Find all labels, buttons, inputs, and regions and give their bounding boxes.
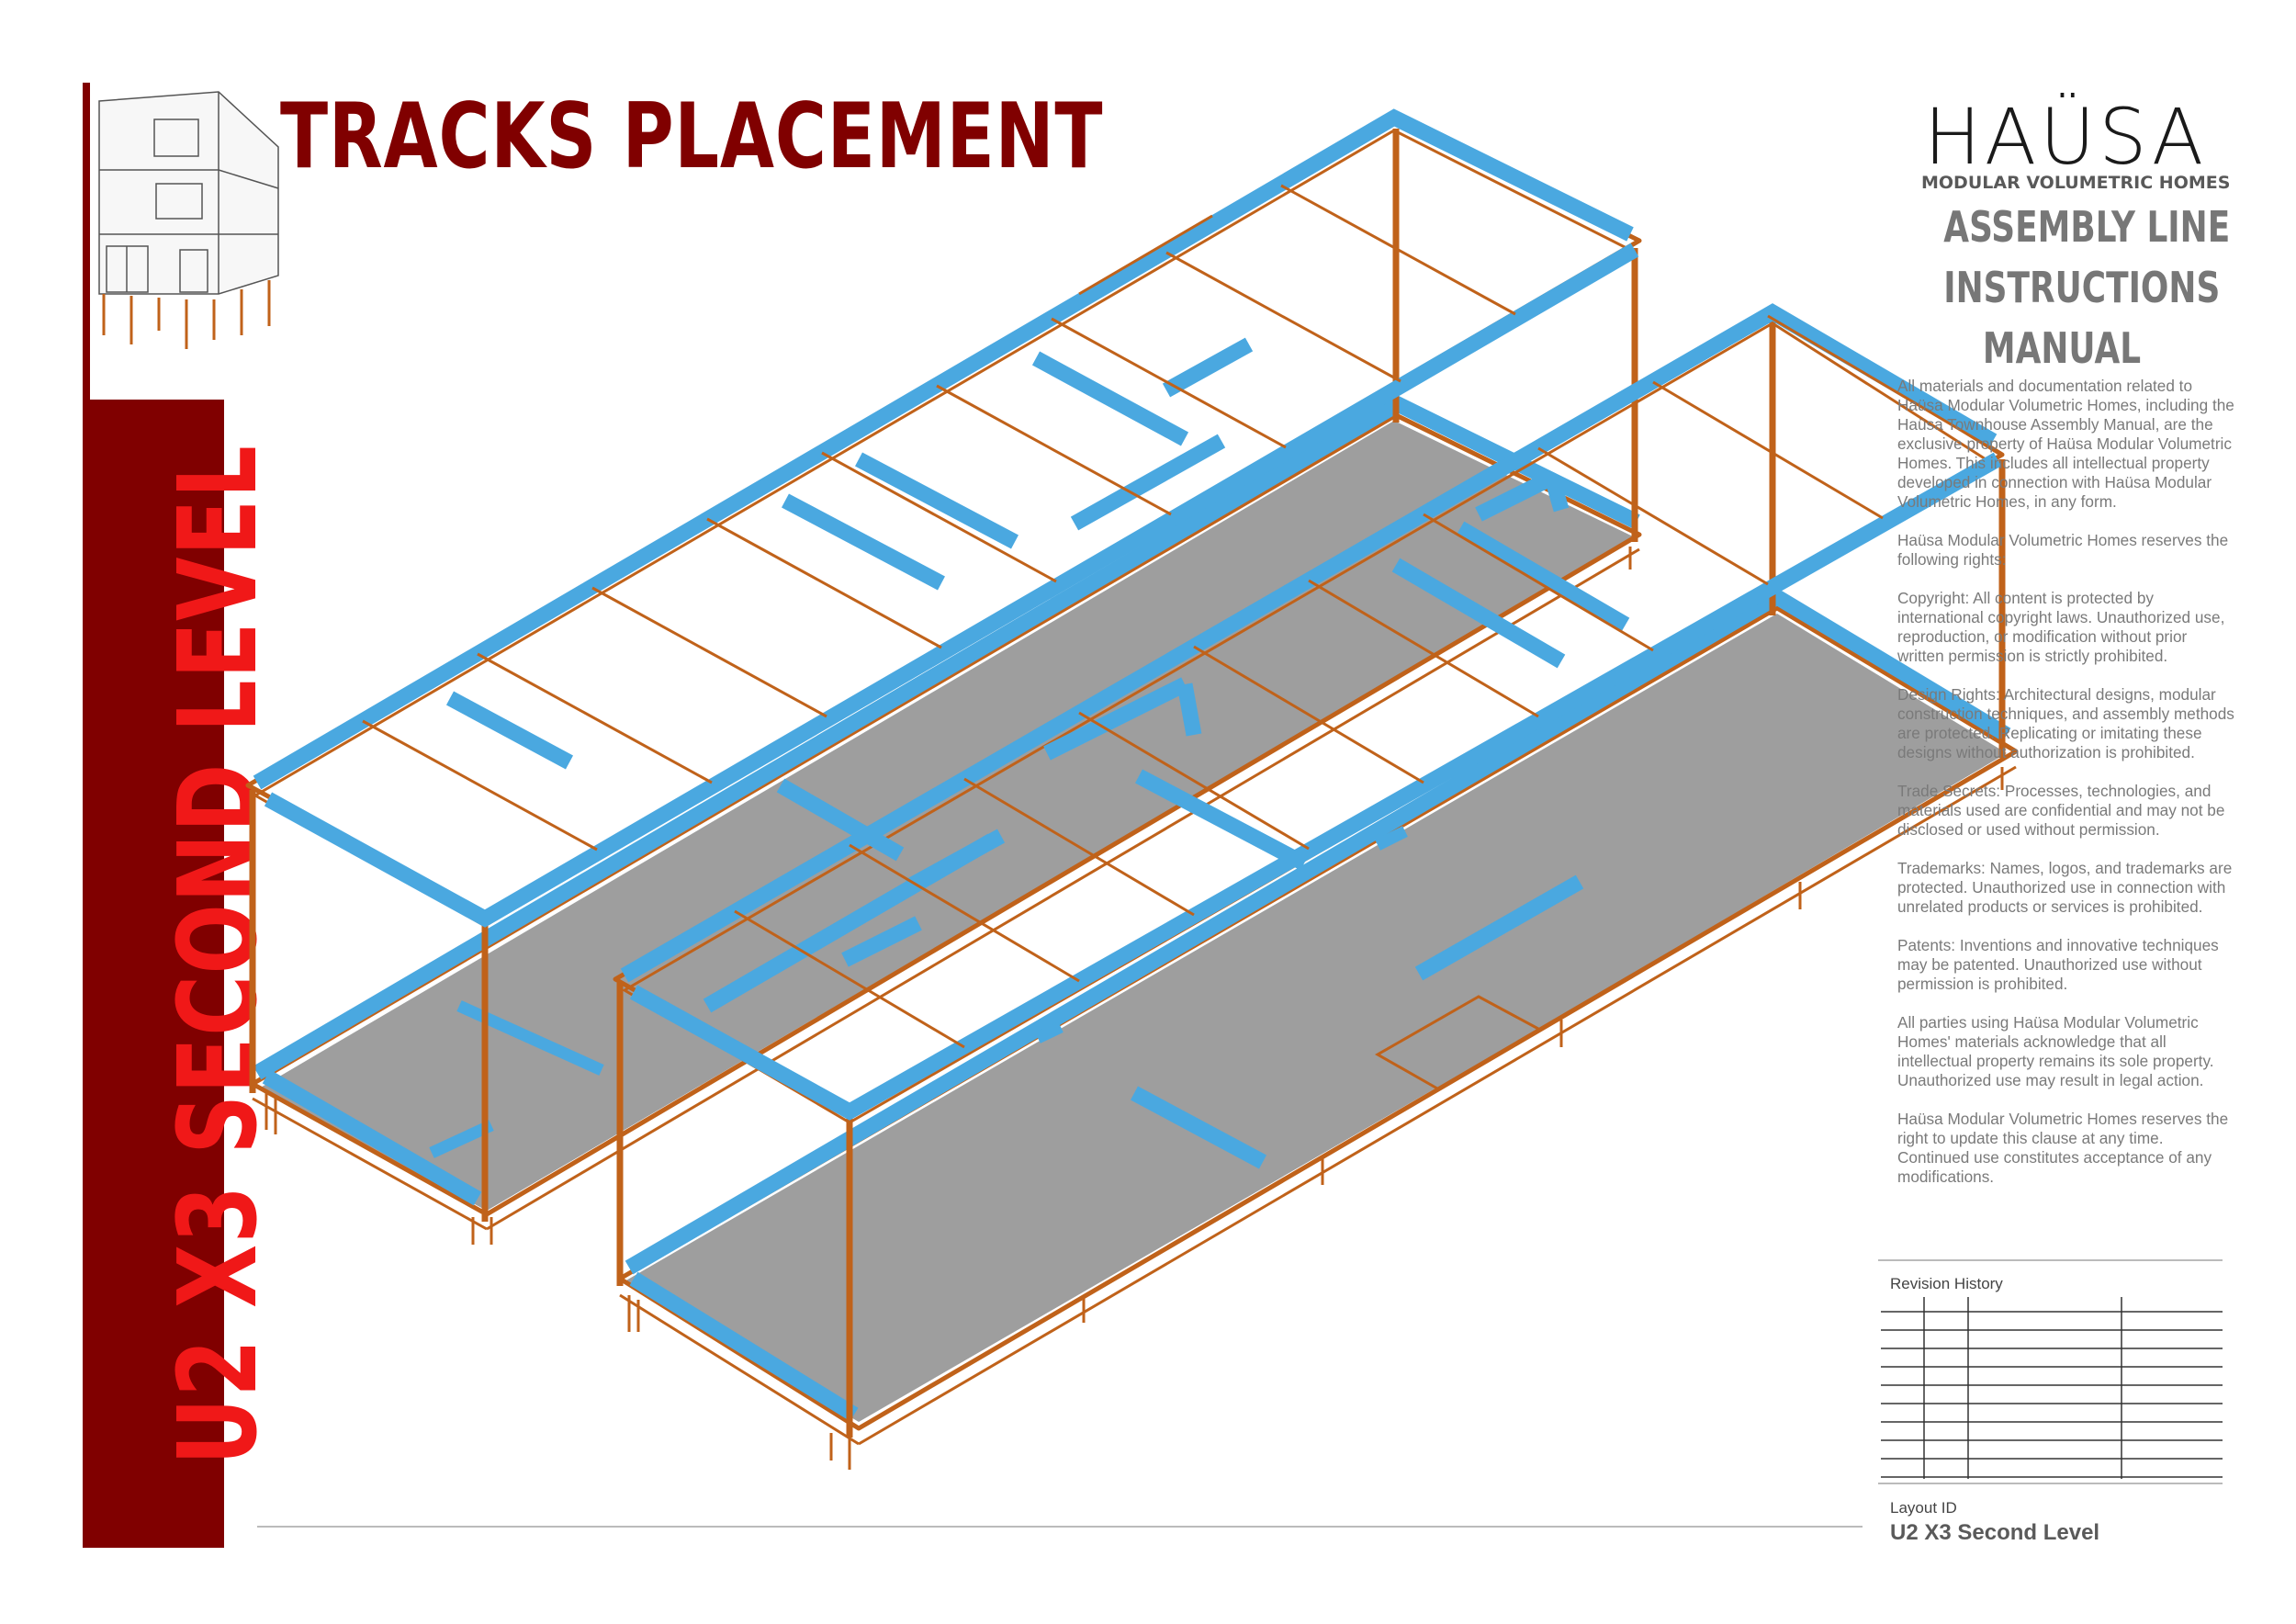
legal-paragraph: Trade Secrets: Processes, technologies, …: [1897, 782, 2225, 839]
module-b: [613, 303, 2019, 1470]
legal-paragraph: All parties using Haüsa Modular Volumetr…: [1897, 1013, 2214, 1089]
manual-line-2: INSTRUCTIONS: [1943, 263, 2221, 312]
page-title: TRACKS PLACEMENT: [280, 85, 1104, 189]
legal-paragraph: Haüsa Modular Volumetric Homes reserves …: [1897, 531, 2229, 569]
legal-paragraph: Trademarks: Names, logos, and trademarks…: [1897, 859, 2233, 916]
brand-tagline: MODULAR VOLUMETRIC HOMES: [1921, 173, 2231, 193]
legal-paragraph: All materials and documentation related …: [1897, 377, 2234, 511]
revision-history-label: Revision History: [1890, 1275, 2003, 1292]
brand-logo: HAÜSA: [1924, 92, 2208, 182]
building-thumbnail: [90, 83, 283, 400]
layout-id-value: U2 X3 Second Level: [1890, 1520, 2100, 1545]
module-a: [245, 108, 1642, 1245]
layout-id-label: Layout ID: [1890, 1499, 1957, 1517]
legal-notice: All materials and documentation related …: [1897, 377, 2237, 1206]
legal-paragraph: Haüsa Modular Volumetric Homes reserves …: [1897, 1110, 2229, 1186]
legal-paragraph: Design Rights: Architectural designs, mo…: [1897, 685, 2234, 761]
legal-paragraph: Copyright: All content is protected by i…: [1897, 589, 2225, 665]
manual-line-3: MANUAL: [1982, 323, 2142, 373]
legal-paragraph: Patents: Inventions and innovative techn…: [1897, 936, 2219, 993]
